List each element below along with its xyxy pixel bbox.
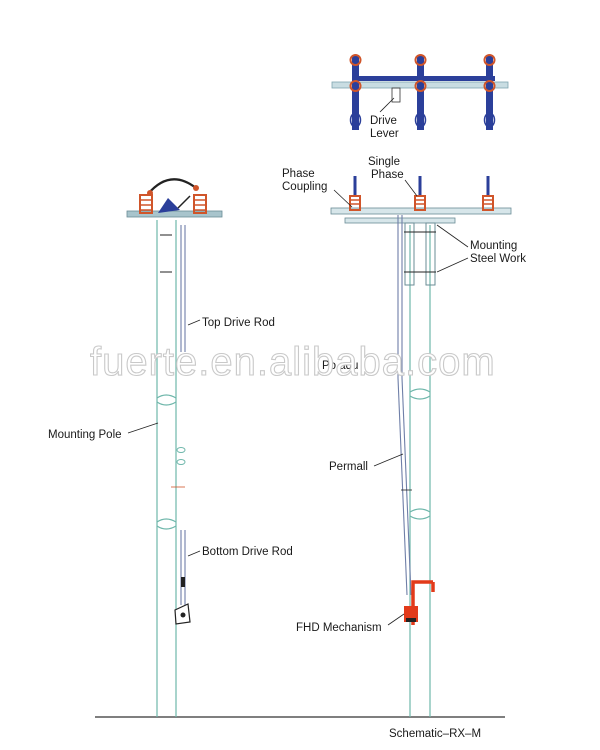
- drive-lever-label-2: Lever: [370, 128, 399, 140]
- phase-coupling-label-1: Phase: [282, 168, 315, 180]
- schematic-caption: Schematic–RX–M: [389, 728, 481, 740]
- lever-insulator-1: [349, 54, 362, 130]
- drive-lever-view: Drive Lever: [331, 54, 509, 140]
- watermark-text: fuerte.en.alibaba.com: [90, 340, 496, 384]
- permall-label: Permall: [329, 461, 368, 473]
- mounting-pole-label: Mounting Pole: [48, 429, 122, 441]
- right-insulator-2: [414, 176, 426, 211]
- mounting-steel-label-2: Steel Work: [470, 253, 526, 265]
- lever-insulator-2: [414, 54, 427, 130]
- left-top-insulator: [139, 178, 207, 214]
- top-drive-rod-label: Top Drive Rod: [202, 317, 275, 329]
- fhd-mechanism-part: [404, 580, 435, 625]
- drive-lever-label-1: Drive: [370, 115, 397, 127]
- right-insulator-3: [482, 176, 494, 211]
- bottom-drive-rod-label: Bottom Drive Rod: [202, 546, 293, 558]
- right-insulator-1: [349, 176, 361, 211]
- right-pole-assembly: Phase Coupling Single Phase Mounting Ste…: [282, 156, 526, 717]
- left-pole-assembly: Top Drive Rod Mounting Pole Bottom Drive…: [48, 178, 293, 717]
- phase-coupling-label-2: Coupling: [282, 181, 327, 193]
- single-phase-label-2: Phase: [371, 169, 404, 181]
- fhd-mechanism-label: FHD Mechanism: [296, 622, 382, 634]
- obscured-label: Po adu: [322, 360, 358, 372]
- lever-insulator-3: [483, 54, 496, 130]
- mounting-steel-label-1: Mounting: [470, 240, 517, 252]
- single-phase-label-1: Single: [368, 156, 400, 168]
